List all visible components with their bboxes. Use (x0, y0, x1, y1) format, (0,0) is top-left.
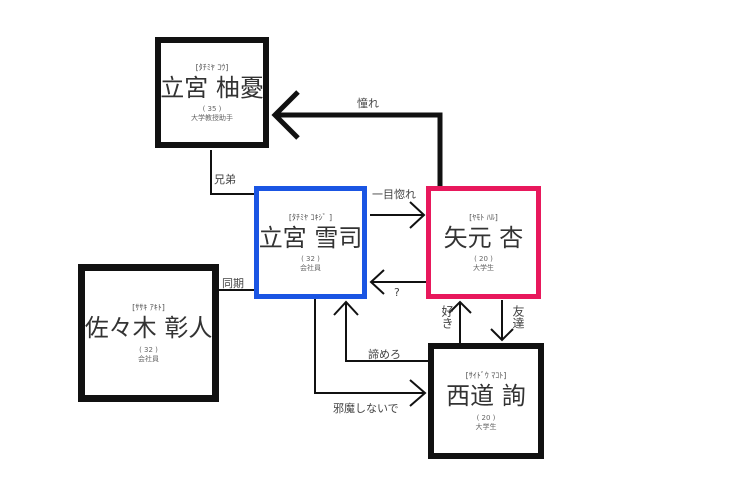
age: ( 20 ) (476, 413, 496, 422)
age: ( 32 ) (301, 255, 320, 264)
label-love-at-first-sight: 一目惚れ (372, 188, 416, 201)
age: ( 32 ) (139, 345, 158, 354)
dont-interfere-arrowhead (409, 379, 427, 407)
character-yukiji: [ﾀﾁﾐﾔ ｺｷｼﾞ ] 立宮 雪司 ( 32 ) 会社員 (254, 186, 367, 299)
label-admire: 憧れ (357, 97, 379, 110)
kana: [ｻｻｷ ｱｷﾄ] (132, 303, 165, 313)
character-haru: [ﾔﾓﾄ ﾊﾙ] 矢元 杏 ( 20 ) 大学生 (426, 186, 541, 299)
kana: [ﾔﾓﾄ ﾊﾙ] (469, 212, 498, 222)
character-makoto: [ｻｲﾄﾞｳ ﾏｺﾄ] 西道 詢 ( 20 ) 大学生 (428, 343, 544, 459)
age: ( 20 ) (474, 255, 493, 264)
label-same-year: 同期 (222, 277, 244, 290)
label-like: 好き (440, 305, 454, 329)
name: 西道 詢 (446, 382, 526, 411)
label-friend: 友達 (511, 305, 525, 329)
job: 会社員 (300, 264, 321, 273)
love-arrowhead (409, 201, 426, 229)
kana: [ﾀﾁﾐﾔ ｺｳ] (195, 62, 229, 72)
kana: [ｻｲﾄﾞｳ ﾏｺﾄ] (465, 371, 507, 381)
label-dont-interfere: 邪魔しないで (333, 402, 399, 415)
label-give-up: 諦めろ (368, 348, 401, 361)
age: ( 35 ) (202, 105, 222, 114)
job: 大学教授助手 (191, 114, 233, 123)
give-up-arrowhead (333, 300, 359, 316)
name: 立宮 柚憂 (160, 73, 264, 102)
character-akito: [ｻｻｷ ｱｷﾄ] 佐々木 彰人 ( 32 ) 会社員 (78, 264, 219, 402)
label-brothers: 兄弟 (214, 173, 236, 186)
job: 会社員 (138, 354, 159, 363)
admire-arrowhead (271, 90, 300, 140)
question-arrowhead (369, 269, 385, 295)
name: 佐々木 彰人 (84, 314, 213, 343)
name: 立宮 雪司 (258, 223, 363, 252)
give-up-line (345, 302, 428, 362)
name: 矢元 杏 (443, 223, 524, 252)
admire-line (274, 112, 443, 186)
job: 大学生 (475, 422, 497, 431)
character-kou: [ﾀﾁﾐﾔ ｺｳ] 立宮 柚憂 ( 35 ) 大学教授助手 (155, 37, 269, 148)
brothers-line (210, 150, 254, 195)
job: 大学生 (473, 264, 494, 273)
dont-interfere-line (314, 299, 425, 394)
label-question: ? (394, 286, 400, 299)
kana: [ﾀﾁﾐﾔ ｺｷｼﾞ ] (288, 212, 333, 222)
friend-arrowhead (490, 328, 514, 342)
like-arrowhead (448, 300, 472, 314)
